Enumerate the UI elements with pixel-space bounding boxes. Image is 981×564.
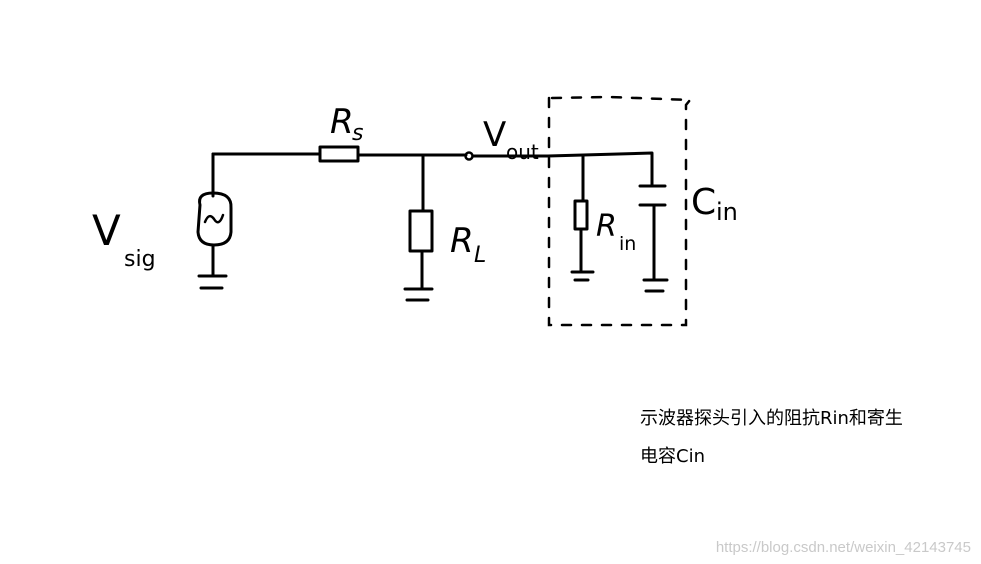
rl-subscript: L (474, 243, 486, 268)
cin-label: C (691, 182, 716, 223)
rs-subscript: s (352, 121, 363, 146)
caption: 示波器探头引入的阻抗Rin和寄生 电容Cin (640, 400, 960, 476)
probe-wiring (546, 151, 654, 203)
vout-subscript: out (506, 140, 539, 164)
signal-source (196, 152, 233, 290)
cin-subscript: in (716, 198, 738, 226)
vsig-label: V (92, 206, 121, 255)
vout-label: V (483, 115, 506, 155)
source-sine-icon (203, 213, 225, 224)
output-node (464, 151, 550, 161)
resistor-rs (211, 145, 468, 163)
rs-label: R (330, 102, 354, 142)
caption-line-1: 示波器探头引入的阻抗Rin和寄生 (640, 408, 903, 429)
rin-ground-icon (570, 270, 595, 282)
rin-subscript: in (619, 233, 636, 255)
source-body (196, 191, 233, 247)
rin-label: R (596, 209, 617, 244)
source-ground-icon (197, 274, 228, 290)
rl-ground-icon (403, 287, 434, 302)
watermark: https://blog.csdn.net/weixin_42143745 (715, 539, 971, 556)
capacitor-cin (638, 184, 669, 293)
rl-label: R (450, 221, 474, 261)
caption-line-2: 电容Cin (640, 446, 705, 467)
probe-box (547, 95, 692, 327)
resistor-rin (570, 199, 595, 282)
cin-ground-icon (642, 278, 669, 293)
resistor-rl (403, 153, 434, 302)
vsig-subscript: sig (124, 247, 156, 272)
